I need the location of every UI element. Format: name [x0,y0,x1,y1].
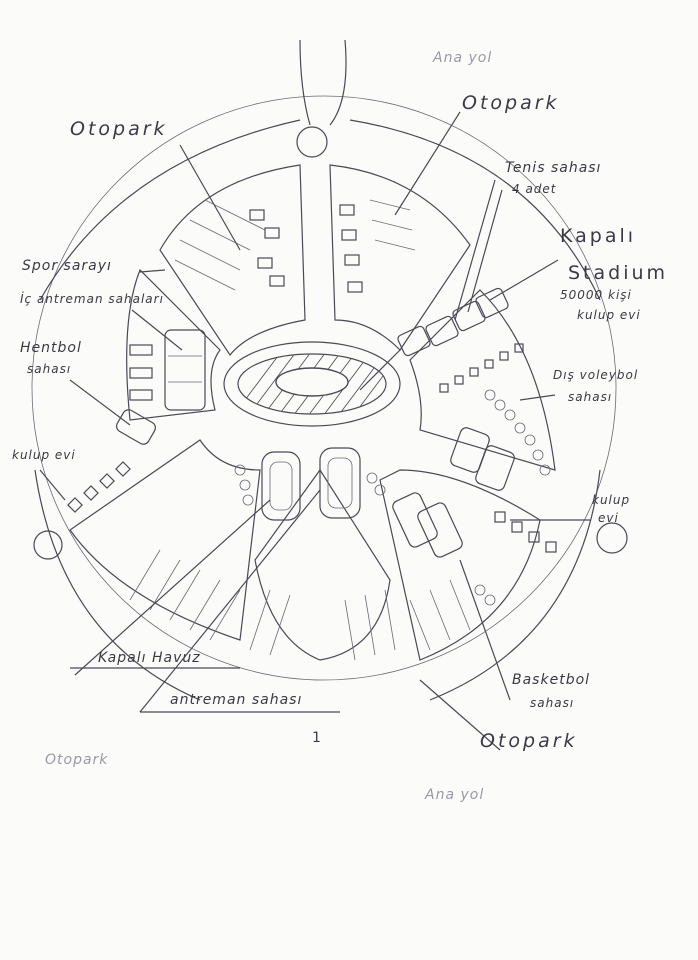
label-basketbol-sahasi: sahası [530,696,575,710]
label-otopark-top-left: Otopark [70,118,168,140]
stadium-field [275,367,349,397]
pool-left [261,451,301,521]
label-stadium: Stadium [568,262,669,284]
label-spor-sarayi: Spor sarayı [22,258,112,274]
label-kulup-evi-top-right: kulup evi [577,308,641,322]
label-hentbol-sahasi: sahası [27,362,72,376]
page-number: 1 [312,730,322,746]
label-kulup-right: kulup [592,493,631,507]
stadium-outer [237,353,387,415]
label-basketbol: Basketbol [512,672,591,688]
label-kulup-evi-left: kulup evi [12,448,76,462]
label-capacity: 50000 kişi [560,288,632,302]
roundabout-right [596,522,628,554]
label-ana-yol-top: Ana yol [433,50,493,66]
label-otopark-faint: Otopark [45,752,109,768]
label-otopark-bottom-right: Otopark [480,730,578,752]
label-ana-yol-faint: Ana yol [425,787,485,803]
roundabout-top [296,126,328,158]
label-tenis: Tenis sahası [505,160,602,176]
outer-ring [31,95,617,681]
label-kapali-stadium: Kapalı [560,225,637,247]
label-dis-voleybol: Dış voleybol [553,368,639,382]
roundabout-left [33,530,63,560]
label-dis-voleybol-sahasi: sahası [568,390,613,404]
pool-right [319,447,361,519]
label-kapali-havuz: Kapalı Havuz [98,650,201,666]
label-antreman-sahasi: antreman sahası [170,692,303,708]
label-hentbol: Hentbol [20,340,82,356]
label-otopark-top-right: Otopark [462,92,560,114]
label-tenis-count: 4 adet [512,182,557,196]
label-evi-right: evi [598,511,619,525]
label-ic-antreman: İç antreman sahaları [20,292,164,306]
plaza [223,341,401,427]
